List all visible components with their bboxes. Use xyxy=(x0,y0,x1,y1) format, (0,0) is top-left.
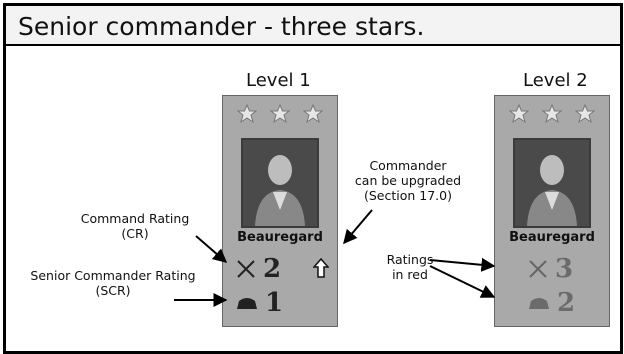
up-arrow-icon xyxy=(313,258,329,278)
title-bar: Senior commander - three stars. xyxy=(6,6,620,46)
commander-name: Beauregard xyxy=(237,230,323,245)
senior-rating-callout: Senior Commander Rating (SCR) xyxy=(18,268,208,298)
portrait-image xyxy=(243,140,317,226)
arrow-upgrade xyxy=(343,209,373,245)
command-rating-value: 3 xyxy=(555,254,574,284)
callout-line: Commander xyxy=(369,158,447,173)
crossed-swords-icon xyxy=(237,260,255,278)
callout-line: (Section 17.0) xyxy=(363,188,452,203)
callout-line: can be upgraded xyxy=(354,173,462,188)
senior-rating-value: 1 xyxy=(265,288,284,318)
level-2-label: Level 2 xyxy=(523,70,588,91)
command-rating-value: 2 xyxy=(263,254,282,284)
command-rating-row: 2 xyxy=(235,256,281,282)
arrow-ratings-red-2 xyxy=(429,265,496,298)
star-icon xyxy=(269,104,290,124)
callout-line: Ratings xyxy=(386,252,434,267)
callout-line: (CR) xyxy=(121,226,149,241)
callout-line: Command Rating xyxy=(80,211,190,226)
command-rating-row: 3 xyxy=(527,256,573,282)
hat-icon xyxy=(529,298,549,309)
level-1-label: Level 1 xyxy=(246,70,311,91)
commander-name: Beauregard xyxy=(509,230,595,245)
crossed-swords-icon xyxy=(529,260,547,278)
commander-portrait xyxy=(241,138,319,228)
star-icon xyxy=(302,104,323,124)
star-icon xyxy=(509,104,530,124)
senior-rating-row: 2 xyxy=(527,290,575,316)
callout-line: Senior Commander Rating xyxy=(30,268,196,283)
upgrade-callout: Commander can be upgraded (Section 17.0) xyxy=(348,158,468,203)
callout-line: in red xyxy=(392,267,428,282)
senior-rating-value: 2 xyxy=(557,288,576,318)
star-row xyxy=(223,104,337,124)
page-title: Senior commander - three stars. xyxy=(18,12,425,41)
command-rating-callout: Command Rating (CR) xyxy=(76,211,194,241)
commander-portrait xyxy=(513,138,591,228)
star-icon xyxy=(574,104,595,124)
callout-line: (SCR) xyxy=(95,283,131,298)
ratings-red-callout: Ratings in red xyxy=(378,252,442,282)
senior-rating-row: 1 xyxy=(235,290,283,316)
commander-card-level-1: Beauregard 2 1 xyxy=(222,95,338,327)
arrow-command-rating xyxy=(195,235,228,263)
hat-icon xyxy=(237,298,257,309)
arrow-ratings-red-1 xyxy=(429,257,496,272)
star-icon xyxy=(541,104,562,124)
star-row xyxy=(495,104,609,124)
commander-card-level-2: Beauregard 3 2 xyxy=(494,95,610,327)
star-icon xyxy=(237,104,258,124)
portrait-image xyxy=(515,140,589,226)
